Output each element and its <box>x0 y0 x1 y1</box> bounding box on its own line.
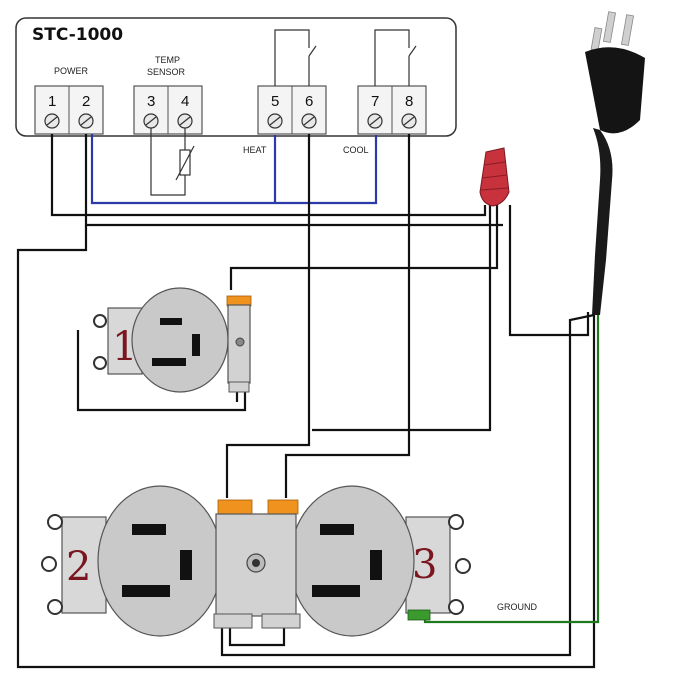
hot-neutral-wiring <box>16 134 596 669</box>
terminal-7-label: 7 <box>371 93 379 110</box>
outlet-2-number: 2 <box>66 544 91 590</box>
power-plug-icon <box>585 11 645 315</box>
outlet-1: 1 <box>93 287 252 393</box>
heat-cool-wiring <box>90 134 378 205</box>
temp-label-line2: SENSOR <box>147 67 186 77</box>
controller-model: STC-1000 <box>32 25 123 45</box>
ground-wire <box>423 312 600 624</box>
temp-label-line1: TEMP <box>155 55 180 65</box>
outlet-1-number: 1 <box>112 324 137 370</box>
terminal-5-label: 5 <box>271 93 279 110</box>
relay-switch-icon <box>274 29 417 86</box>
terminal-3-label: 3 <box>147 93 155 110</box>
outlet-3-number: 3 <box>412 542 437 588</box>
terminal-4-label: 4 <box>181 93 189 110</box>
duplex-outlet: 2 3 <box>41 485 471 637</box>
thermistor-icon <box>150 128 195 196</box>
terminal-screw-icon <box>44 113 417 129</box>
stc-1000-controller: STC-1000 POWER TEMP SENSOR HEAT COOL 1 2… <box>15 17 457 155</box>
terminal-2-label: 2 <box>82 93 90 110</box>
terminal-6-label: 6 <box>305 93 313 110</box>
wire-nut-icon <box>479 147 510 207</box>
heat-label: HEAT <box>243 145 267 155</box>
cool-label: COOL <box>343 145 369 155</box>
terminal-8-label: 8 <box>405 93 413 110</box>
power-label: POWER <box>54 66 89 76</box>
ground-label: GROUND <box>497 602 537 612</box>
terminal-1-label: 1 <box>48 93 56 110</box>
